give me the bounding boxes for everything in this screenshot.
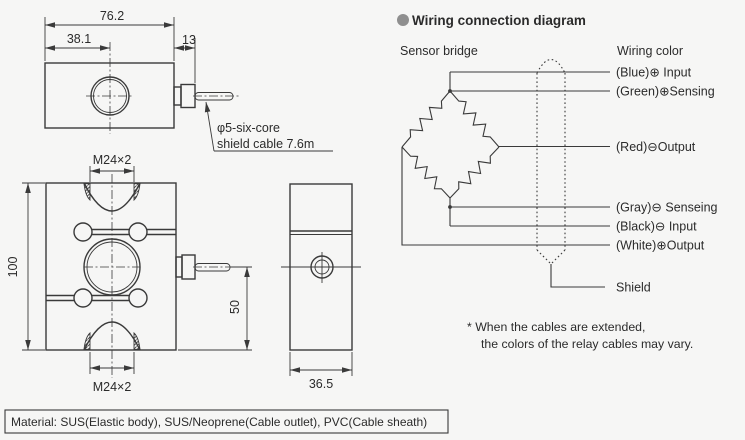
sheath-taper: [536, 249, 552, 265]
bridge-resistor: [449, 90, 500, 148]
shield-label: Shield: [616, 281, 651, 295]
dim-connector-label: 13: [182, 33, 196, 47]
dim-height-label: 100: [6, 257, 20, 278]
wire-label-green: (Green)⊕Sensing: [616, 85, 715, 99]
thread-hatch: [133, 331, 141, 350]
thread-top-label: M24×2: [93, 153, 132, 167]
dim-depth-label: 36.5: [309, 377, 333, 391]
top-view-body-outline: [44, 62, 175, 129]
sheath-taper: [550, 249, 566, 265]
top-view-connector-stub: [173, 86, 182, 106]
wire-label-black: (Black)⊖ Input: [616, 220, 697, 234]
cable-note-line2: shield cable 7.6m: [217, 137, 314, 151]
wiring-diagram: Wiring connection diagram Sensor bridge …: [397, 13, 718, 351]
wire-label-red: (Red)⊖Output: [616, 140, 696, 154]
wire-white: [401, 147, 610, 246]
cable-sheath: [536, 58, 605, 288]
top-view-connector-block: [180, 83, 196, 109]
thread-hatch: [133, 183, 141, 202]
wiring-note-line2: the colors of the relay cables may vary.: [481, 337, 693, 351]
thread-bottom-label: M24×2: [93, 380, 132, 394]
slot-end-hole: [73, 222, 93, 242]
material-note-text: Material: SUS(Elastic body), SUS/Neopren…: [11, 415, 427, 429]
wire-label-gray: (Gray)⊖ Senseing: [616, 201, 718, 215]
section-bullet-icon: [397, 14, 409, 26]
wire-label-blue: (Blue)⊕ Input: [616, 66, 692, 80]
side-view: 36.5: [281, 183, 361, 391]
front-view-connector-stub: [175, 256, 183, 278]
sheath-top-arc: [536, 58, 566, 74]
material-note-box: [4, 409, 449, 434]
bridge-resistor: [401, 146, 451, 199]
wiring-note-line1: * When the cables are extended,: [467, 320, 645, 334]
bridge-resistor: [401, 90, 451, 148]
slot-end-hole: [128, 288, 148, 308]
sensor-bridge: [401, 89, 500, 209]
wiring-title: Wiring connection diagram: [412, 13, 586, 28]
dim-half-width-label: 38.1: [67, 32, 91, 46]
dim-cable-height-label: 50: [228, 300, 242, 314]
bridge-wires: [401, 71, 610, 246]
dim-width-label: 76.2: [100, 9, 124, 23]
top-view: 76.2 38.1 13 φ5-six-core shield cable 7.…: [44, 9, 333, 152]
front-view: 100 M24×2 M24×2 50: [6, 153, 252, 394]
thread-hatch: [83, 331, 91, 350]
wire-label-white: (White)⊕Output: [616, 239, 705, 253]
slot-end-hole: [73, 288, 93, 308]
cable-note-leader: [204, 101, 215, 152]
bridge-resistor: [449, 146, 500, 199]
wiring-color-label: Wiring color: [617, 44, 683, 58]
slot-end-hole: [128, 222, 148, 242]
thread-hatch: [83, 183, 91, 202]
shield-lead: [550, 264, 605, 288]
sensor-bridge-label: Sensor bridge: [400, 44, 478, 58]
front-view-body-outline: [45, 182, 177, 351]
material-note: Material: SUS(Elastic body), SUS/Neopren…: [4, 409, 449, 434]
cable-note-line1: φ5-six-core: [217, 121, 280, 135]
